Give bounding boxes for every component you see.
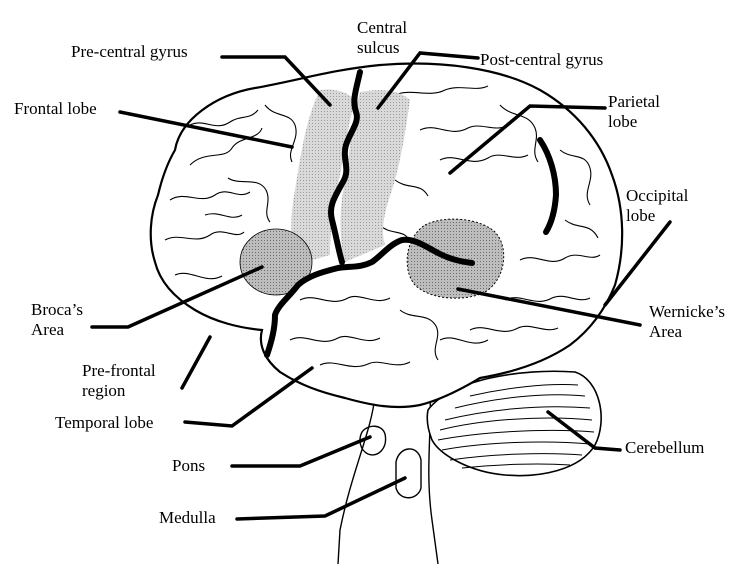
leader-pre-central-gyrus — [220, 55, 332, 107]
label-central-sulcus: Central sulcus — [357, 18, 408, 57]
label-medulla: Medulla — [159, 508, 216, 527]
label-parietal-lobe: Parietal lobe — [608, 92, 660, 131]
leader-pre-frontal-region — [180, 335, 212, 390]
parieto-occipital-line — [537, 137, 560, 235]
pons-shape — [359, 425, 387, 456]
label-temporal-lobe: Temporal lobe — [55, 413, 154, 432]
label-cerebellum: Cerebellum — [625, 438, 705, 457]
leader-frontal-lobe — [118, 110, 294, 149]
leader-cerebellum — [546, 410, 622, 452]
label-post-central-gyrus: Post-central gyrus — [480, 50, 604, 69]
brain-stem — [337, 394, 439, 564]
label-wernickes-area: Wernicke’s Area — [649, 302, 726, 341]
label-pre-central-gyrus: Pre-central gyrus — [71, 42, 188, 61]
leader-temporal-lobe — [183, 366, 314, 428]
leader-brocas-area — [90, 265, 264, 329]
label-brocas-area: Broca’s Area — [31, 300, 83, 339]
pre-central-gyrus-region — [291, 89, 355, 266]
label-pons: Pons — [172, 456, 206, 475]
brocas-area-region — [239, 228, 313, 296]
gyri-lines — [164, 85, 601, 368]
leader-wernickes-area — [456, 287, 642, 327]
leader-parietal-lobe — [448, 104, 607, 175]
label-frontal-lobe: Frontal lobe — [14, 99, 97, 118]
leader-occipital-lobe — [603, 220, 672, 307]
leader-lines — [90, 51, 672, 521]
lateral-fissure-line — [264, 236, 475, 358]
label-pre-frontal-region: Pre-frontal region — [82, 361, 156, 400]
leader-pons — [230, 435, 372, 468]
post-central-gyrus-region — [340, 90, 410, 262]
label-occipital-lobe: Occipital lobe — [626, 186, 689, 225]
central-sulcus-line — [328, 69, 363, 265]
cerebrum-outline — [149, 62, 624, 409]
leader-post-central-gyrus — [376, 51, 480, 110]
medulla-shape — [395, 448, 422, 499]
cerebellum-shape — [426, 370, 602, 477]
leader-medulla — [235, 476, 407, 521]
